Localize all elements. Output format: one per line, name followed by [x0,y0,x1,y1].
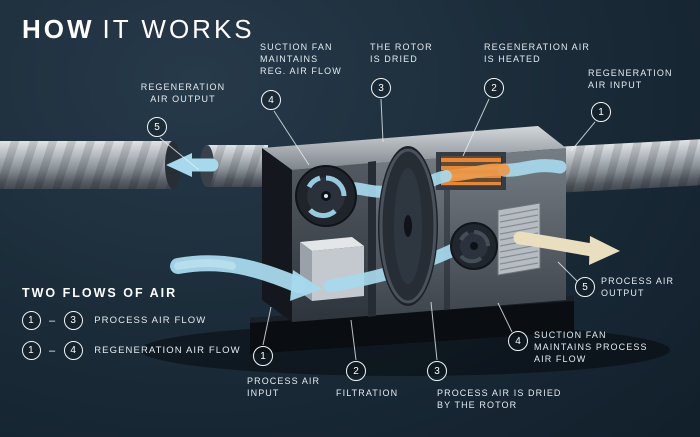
badge-3-process-dried: 3 [427,361,447,381]
badge-2-air-heated: 2 [484,78,504,98]
legend-badge-1: 1 [22,341,41,360]
callout-text: OUTPUT [601,288,645,298]
callout-process-air-dried: PROCESS AIR IS DRIED BY THE ROTOR [437,387,562,411]
legend-label-process: PROCESS AIR FLOW [94,315,207,326]
process-input-arrow [170,255,322,301]
callout-text: REGENERATION AIR [484,42,590,52]
callout-text: INPUT [247,388,280,398]
callout-text: AIR INPUT [588,80,643,90]
legend-dash: – [49,314,57,327]
right-duct [544,139,700,194]
leader-lines [159,98,596,361]
badge-5-regeneration-output: 5 [147,117,167,137]
badge-3-rotor-dried: 3 [371,78,391,98]
process-fan [450,222,498,270]
callout-regeneration-air-input: REGENERATION AIR INPUT [588,67,673,91]
legend-row-process: 1 – 3 PROCESS AIR FLOW [22,311,241,330]
callout-filtration: FILTRATION [336,387,398,399]
legend-title: TWO FLOWS OF AIR [22,286,178,300]
process-output-arrow [513,231,620,265]
legend-badge-3: 3 [64,311,84,330]
callout-regeneration-air-heated: REGENERATION AIR IS HEATED [484,41,590,65]
callout-text: MAINTAINS [260,54,319,64]
callout-text: BY THE ROTOR [437,400,518,410]
badge-4-suction-fan-process: 4 [508,331,528,351]
left-duct [0,141,268,189]
callout-rotor-is-dried: THE ROTOR IS DRIED [370,41,433,65]
callout-text: THE ROTOR [370,42,433,52]
badge-1-process-input: 1 [253,346,273,366]
badge-2-filtration: 2 [346,361,366,381]
title-rest: IT WORKS [102,14,255,44]
callout-text: PROCESS AIR [601,276,675,286]
callout-suction-fan-process: SUCTION FAN MAINTAINS PROCESS AIR FLOW [534,329,648,365]
callout-suction-fan-reg: SUCTION FAN MAINTAINS REG. AIR FLOW [260,41,342,77]
desiccant-rotor [378,146,438,306]
callout-text: REG. AIR FLOW [260,66,342,76]
callout-text: FILTRATION [336,388,399,398]
callout-text: IS HEATED [484,54,541,64]
callout-text: SUCTION FAN [260,42,333,52]
legend-row-regeneration: 1 – 4 REGENERATION AIR FLOW [22,341,241,360]
legend: TWO FLOWS OF AIR 1 – 3 PROCESS AIR FLOW … [22,286,241,360]
callout-text: MAINTAINS PROCESS [534,342,648,352]
badge-1-regeneration-input: 1 [591,102,611,122]
callout-text: PROCESS AIR [247,376,321,386]
legend-dash: – [49,344,57,357]
regeneration-fan [295,165,357,227]
callout-text: REGENERATION [140,82,226,92]
callout-text: IS DRIED [370,54,418,64]
callout-regeneration-air-output: REGENERATION AIR OUTPUT [118,81,248,105]
badge-5-process-output: 5 [575,277,595,297]
callout-text: AIR FLOW [534,354,587,364]
legend-badge-1: 1 [22,311,41,330]
callout-text: AIR OUTPUT [150,94,216,104]
badge-4-suction-fan-reg: 4 [261,90,281,110]
legend-label-regeneration: REGENERATION AIR FLOW [94,345,241,356]
legend-badge-4: 4 [64,341,84,360]
title-emphasis: HOW [22,14,95,44]
callout-process-air-output: PROCESS AIR OUTPUT [601,275,674,299]
callout-text: REGENERATION [588,68,673,78]
callout-text: PROCESS AIR IS DRIED [437,388,562,398]
callout-process-air-input: PROCESS AIR INPUT [247,375,320,399]
callout-text: SUCTION FAN [534,330,607,340]
